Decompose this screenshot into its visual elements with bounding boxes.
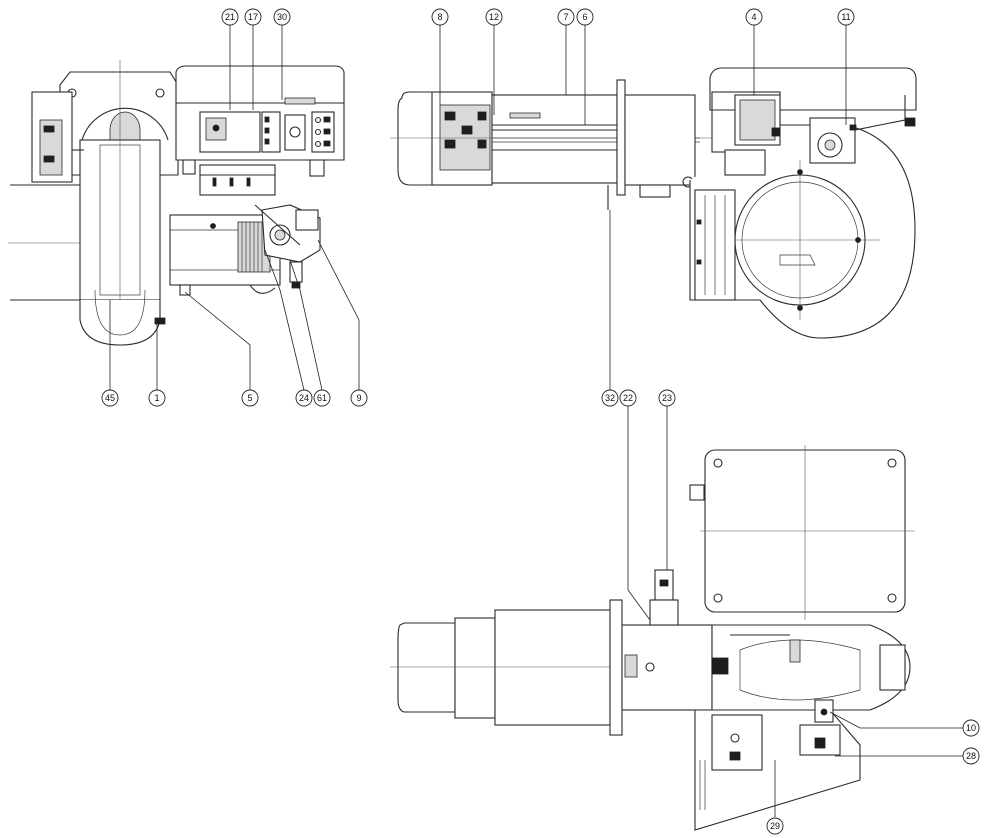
callout-21: 21 xyxy=(221,8,239,26)
svg-text:45: 45 xyxy=(105,393,115,403)
callout-23: 23 xyxy=(658,389,676,407)
callout-7: 7 xyxy=(557,8,575,26)
svg-text:10: 10 xyxy=(966,723,976,733)
callout-10: 10 xyxy=(962,719,980,737)
callout-12: 12 xyxy=(485,8,503,26)
callout-17: 17 xyxy=(244,8,262,26)
callout-24: 24 xyxy=(295,389,313,407)
callout-4: 4 xyxy=(745,8,763,26)
svg-text:17: 17 xyxy=(248,12,258,22)
callouts: 21 17 30 8 12 7 6 4 11 45 1 5 24 61 9 32… xyxy=(101,8,980,835)
callout-1: 1 xyxy=(148,389,166,407)
front-view xyxy=(8,60,345,346)
svg-text:8: 8 xyxy=(437,12,442,22)
svg-text:6: 6 xyxy=(582,12,587,22)
callout-28: 28 xyxy=(962,747,980,765)
callout-11: 11 xyxy=(837,8,855,26)
callout-9: 9 xyxy=(350,389,368,407)
callout-22: 22 xyxy=(619,389,637,407)
callout-30: 30 xyxy=(273,8,291,26)
svg-text:7: 7 xyxy=(563,12,568,22)
side-view xyxy=(390,67,917,339)
svg-text:5: 5 xyxy=(247,393,252,403)
svg-text:12: 12 xyxy=(489,12,499,22)
svg-text:21: 21 xyxy=(225,12,235,22)
callout-29: 29 xyxy=(766,817,784,835)
svg-text:1: 1 xyxy=(154,393,159,403)
callout-5: 5 xyxy=(241,389,259,407)
top-view xyxy=(390,445,915,831)
svg-text:9: 9 xyxy=(356,393,361,403)
svg-text:11: 11 xyxy=(841,12,850,22)
callout-45: 45 xyxy=(101,389,119,407)
svg-text:28: 28 xyxy=(966,751,976,761)
svg-text:61: 61 xyxy=(317,393,327,403)
svg-text:22: 22 xyxy=(623,393,633,403)
svg-text:32: 32 xyxy=(605,393,615,403)
svg-text:24: 24 xyxy=(299,393,309,403)
callout-61: 61 xyxy=(313,389,331,407)
svg-text:4: 4 xyxy=(751,12,756,22)
svg-text:23: 23 xyxy=(662,393,672,403)
callout-6: 6 xyxy=(576,8,594,26)
leader-lines xyxy=(109,25,963,817)
callout-32: 32 xyxy=(601,389,619,407)
callout-8: 8 xyxy=(431,8,449,26)
svg-text:30: 30 xyxy=(277,12,287,22)
svg-text:29: 29 xyxy=(770,821,780,831)
